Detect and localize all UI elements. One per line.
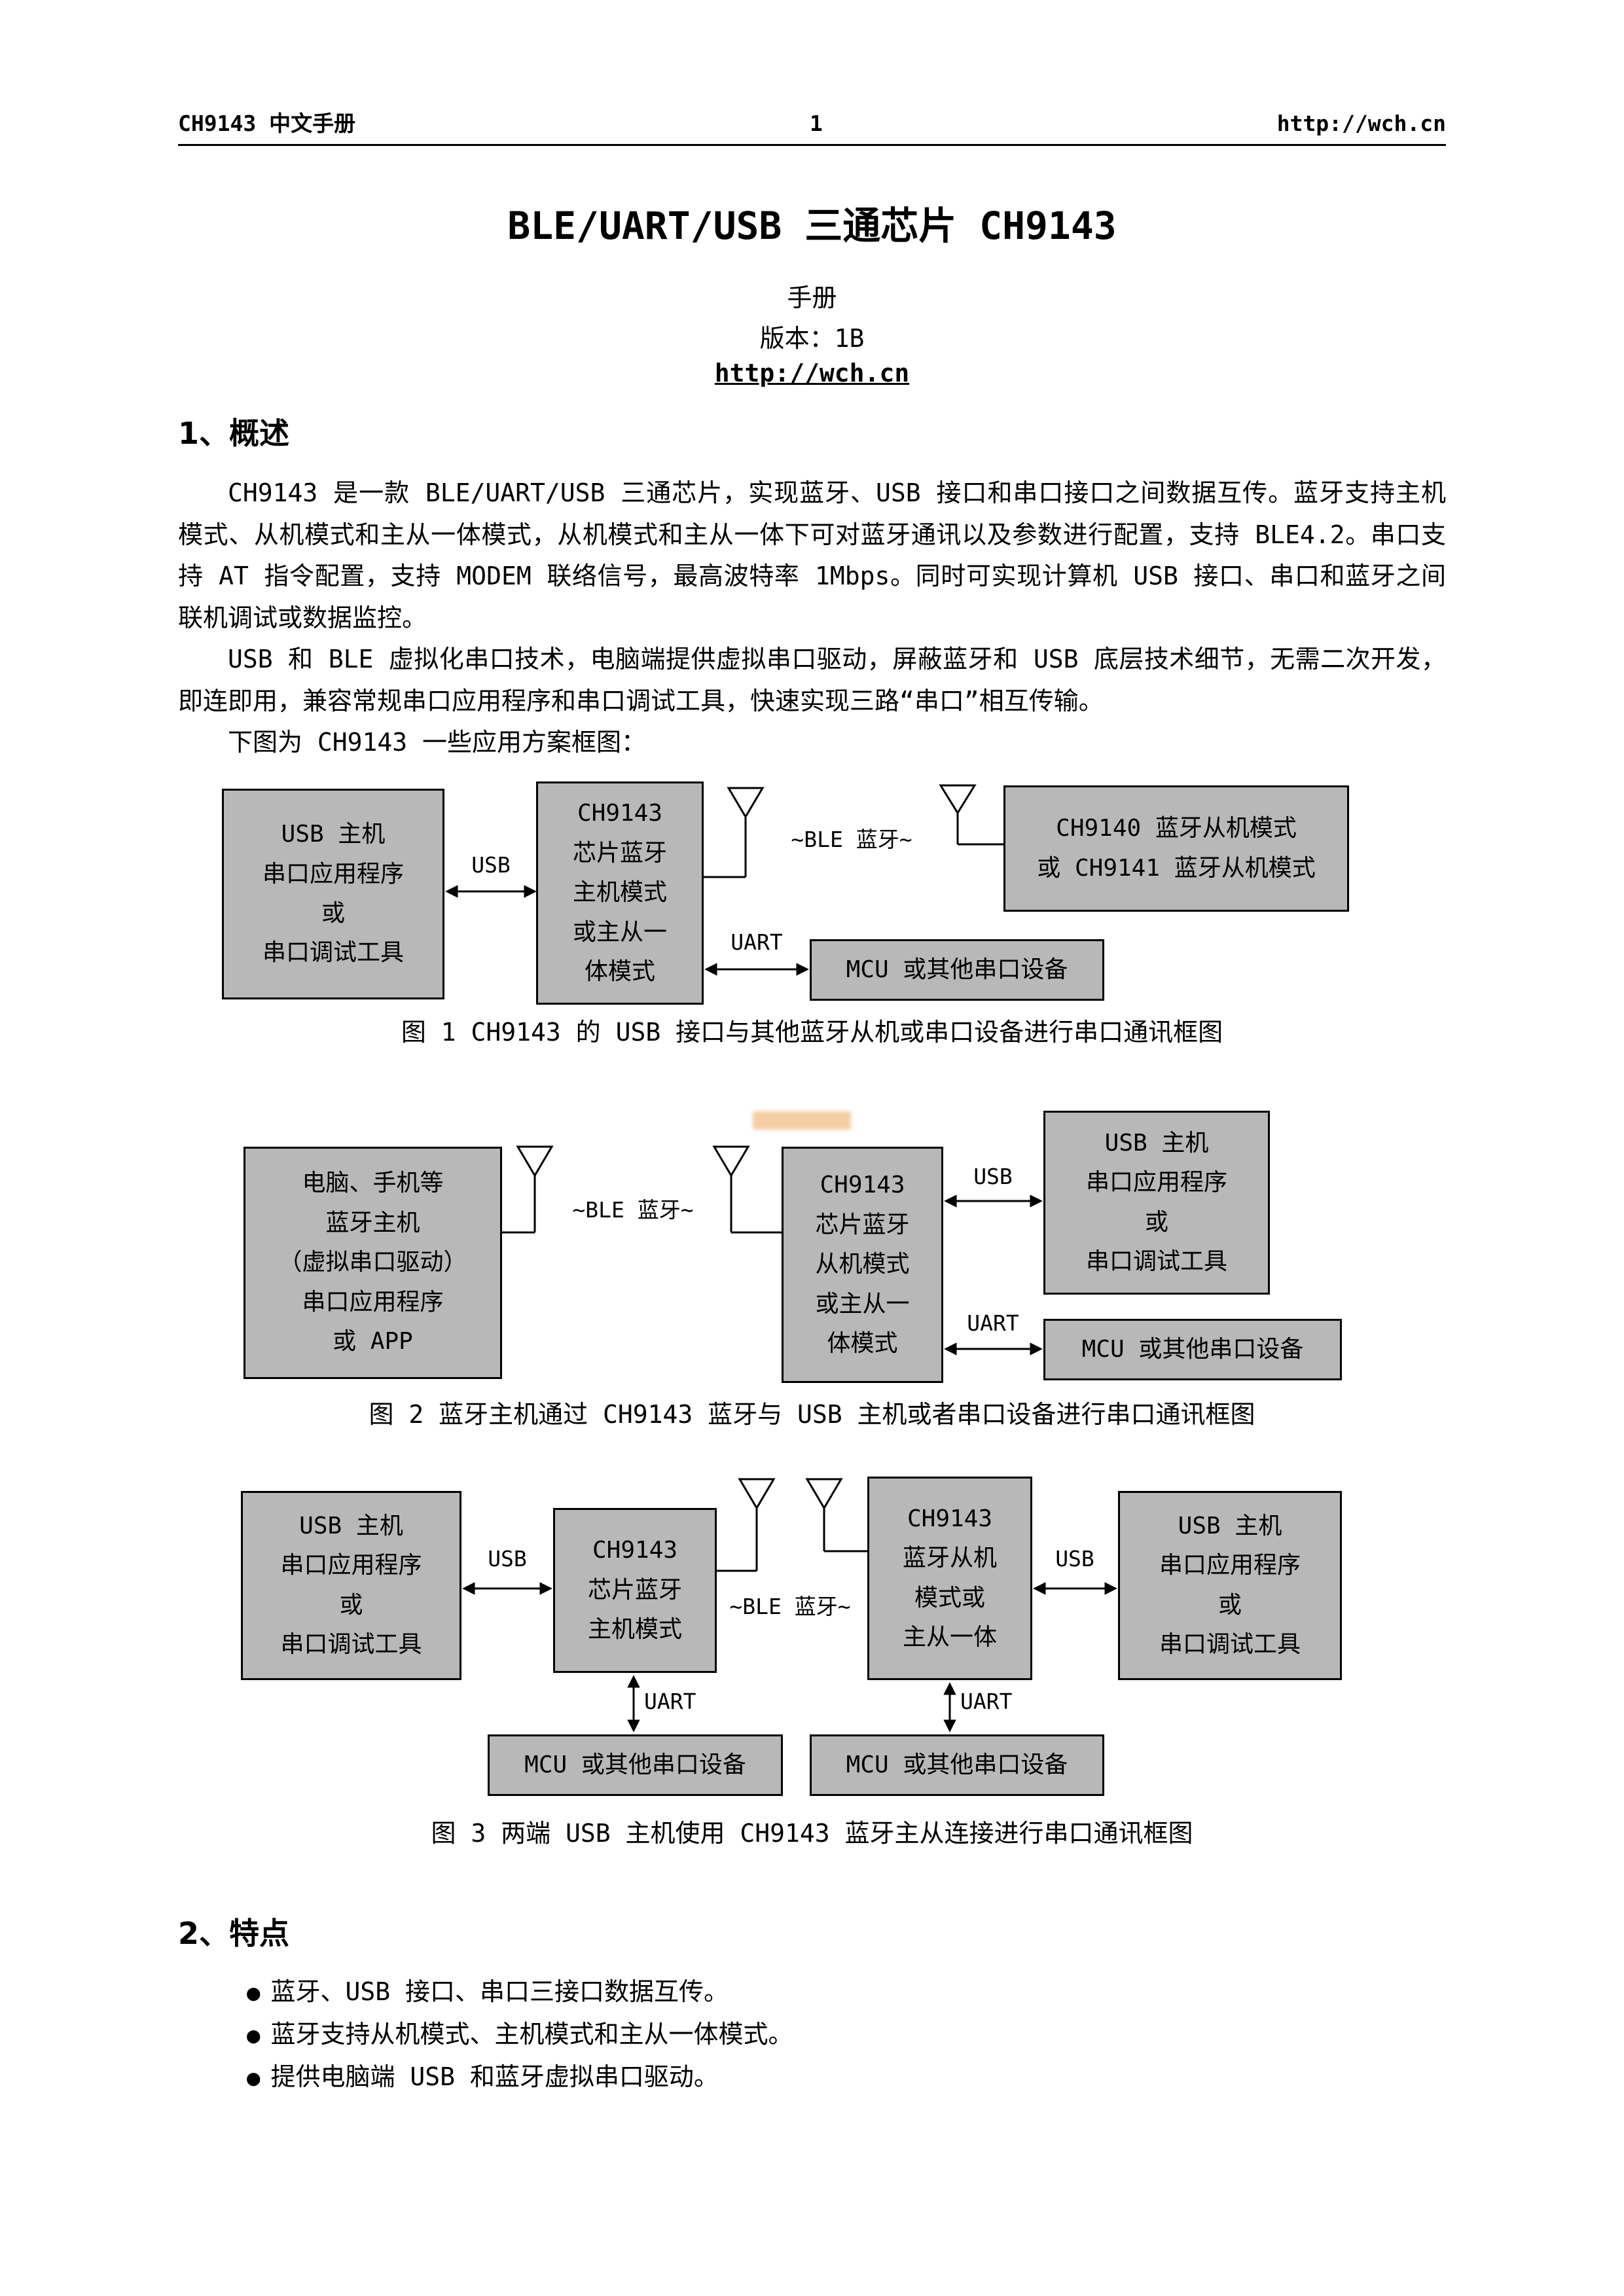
section-heading-overview: 1、概述: [178, 416, 290, 451]
header-site-url: http://wch.cn: [1276, 111, 1446, 136]
fig1-label-ble: ~BLE 蓝牙~: [791, 827, 912, 852]
feature-text: 提供电脑端 USB 和蓝牙虚拟串口驱动。: [270, 2062, 719, 2091]
fig3-label-usb-left: USB: [488, 1546, 527, 1571]
overview-paragraph-2: USB 和 BLE 虚拟化串口技术，电脑端提供虚拟串口驱动，屏蔽蓝牙和 USB …: [178, 645, 1446, 715]
fig2-box-bt-host: 电脑、手机等 蓝牙主机 （虚拟串口驱动） 串口应用程序 或 APP: [244, 1147, 502, 1379]
fig3-label-uart-right: UART: [960, 1689, 1013, 1714]
subtitle-version: 版本：1B: [759, 324, 865, 353]
fig2-box-ch9143: CH9143 芯片蓝牙 从机模式 或主从一 体模式: [782, 1147, 943, 1383]
fig3-box-ch9143-slave: CH9143 蓝牙从机 模式或 主从一体: [867, 1477, 1032, 1680]
figure2-diagram: 电脑、手机等 蓝牙主机 （虚拟串口驱动） 串口应用程序 或 APP CH9143…: [178, 1106, 1446, 1388]
fig3-label-ble: ~BLE 蓝牙~: [729, 1594, 851, 1619]
figure1-caption: 图 1 CH9143 的 USB 接口与其他蓝牙从机或串口设备进行串口通讯框图: [401, 1018, 1223, 1047]
fig3-label-usb-right: USB: [1055, 1546, 1094, 1571]
feature-item: ● 蓝牙支持从机模式、主机模式和主从一体模式。: [247, 2014, 1425, 2056]
bullet-icon: ●: [247, 2065, 261, 2091]
feature-text: 蓝牙、USB 接口、串口三接口数据互传。: [270, 1977, 729, 2006]
fig1-box-ch9143: CH9143 芯片蓝牙 主机模式 或主从一 体模式: [536, 781, 704, 1005]
fig2-label-uart: UART: [967, 1310, 1019, 1336]
feature-item: ● 蓝牙、USB 接口、串口三接口数据互传。: [247, 1971, 1425, 2014]
figure2-caption: 图 2 蓝牙主机通过 CH9143 蓝牙与 USB 主机或者串口设备进行串口通讯…: [369, 1400, 1255, 1429]
fig1-box-usb-host: USB 主机 串口应用程序 或 串口调试工具: [222, 789, 444, 999]
page-header: CH9143 中文手册 1 http://wch.cn: [178, 106, 1446, 137]
overview-paragraph-3: 下图为 CH9143 一些应用方案框图：: [228, 728, 647, 757]
header-divider: [178, 144, 1446, 146]
figure3-caption: 图 3 两端 USB 主机使用 CH9143 蓝牙主从连接进行串口通讯框图: [431, 1819, 1193, 1848]
figure1-connectors-icon: [445, 784, 1003, 976]
fig3-box-usb-host-left: USB 主机 串口应用程序 或 串口调试工具: [241, 1491, 461, 1680]
fig3-box-mcu-left: MCU 或其他串口设备: [488, 1734, 783, 1796]
fig2-box-usb-host: USB 主机 串口应用程序 或 串口调试工具: [1043, 1111, 1270, 1295]
figure3-connectors-icon: [462, 1478, 1117, 1732]
header-doc-title: CH9143 中文手册: [178, 111, 356, 136]
overview-paragraph-1: CH9143 是一款 BLE/UART/USB 三通芯片，实现蓝牙、USB 接口…: [178, 478, 1446, 632]
subtitle-doc-type: 手册: [787, 283, 837, 312]
fig3-label-uart-left: UART: [644, 1689, 696, 1714]
feature-item: ● 提供电脑端 USB 和蓝牙虚拟串口驱动。: [247, 2056, 1425, 2099]
figure1-diagram: USB 主机 串口应用程序 或 串口调试工具 CH9143 芯片蓝牙 主机模式 …: [178, 779, 1446, 1008]
feature-text: 蓝牙支持从机模式、主机模式和主从一体模式。: [270, 2020, 793, 2049]
fig3-box-ch9143-master: CH9143 芯片蓝牙 主机模式: [553, 1508, 717, 1673]
fig1-label-uart: UART: [731, 929, 783, 955]
figure3-diagram: USB 主机 串口应用程序 或 串口调试工具 CH9143 芯片蓝牙 主机模式 …: [178, 1473, 1446, 1800]
bullet-icon: ●: [247, 2022, 261, 2049]
watermark: [753, 1111, 851, 1130]
fig2-label-ble: ~BLE 蓝牙~: [572, 1197, 694, 1223]
fig1-box-mcu: MCU 或其他串口设备: [810, 939, 1104, 1001]
page-title: BLE/UART/USB 三通芯片 CH9143: [507, 204, 1117, 248]
fig1-box-ble-slave: CH9140 蓝牙从机模式 或 CH9141 蓝牙从机模式: [1003, 785, 1349, 912]
overview-paragraphs: CH9143 是一款 BLE/UART/USB 三通芯片，实现蓝牙、USB 接口…: [178, 473, 1446, 764]
fig1-label-usb: USB: [471, 852, 511, 878]
fig3-box-usb-host-right: USB 主机 串口应用程序 或 串口调试工具: [1118, 1491, 1342, 1680]
subtitle-link[interactable]: http://wch.cn: [714, 359, 910, 387]
fig3-box-mcu-right: MCU 或其他串口设备: [810, 1734, 1104, 1796]
features-list: ● 蓝牙、USB 接口、串口三接口数据互传。 ● 蓝牙支持从机模式、主机模式和主…: [247, 1971, 1425, 2099]
fig2-label-usb: USB: [973, 1164, 1013, 1189]
section-heading-features: 2、特点: [178, 1916, 290, 1951]
fig2-box-mcu: MCU 或其他串口设备: [1043, 1319, 1342, 1380]
figure2-connectors-icon: [502, 1145, 1043, 1355]
header-page-number: 1: [809, 111, 823, 136]
bullet-icon: ●: [247, 1980, 261, 2006]
